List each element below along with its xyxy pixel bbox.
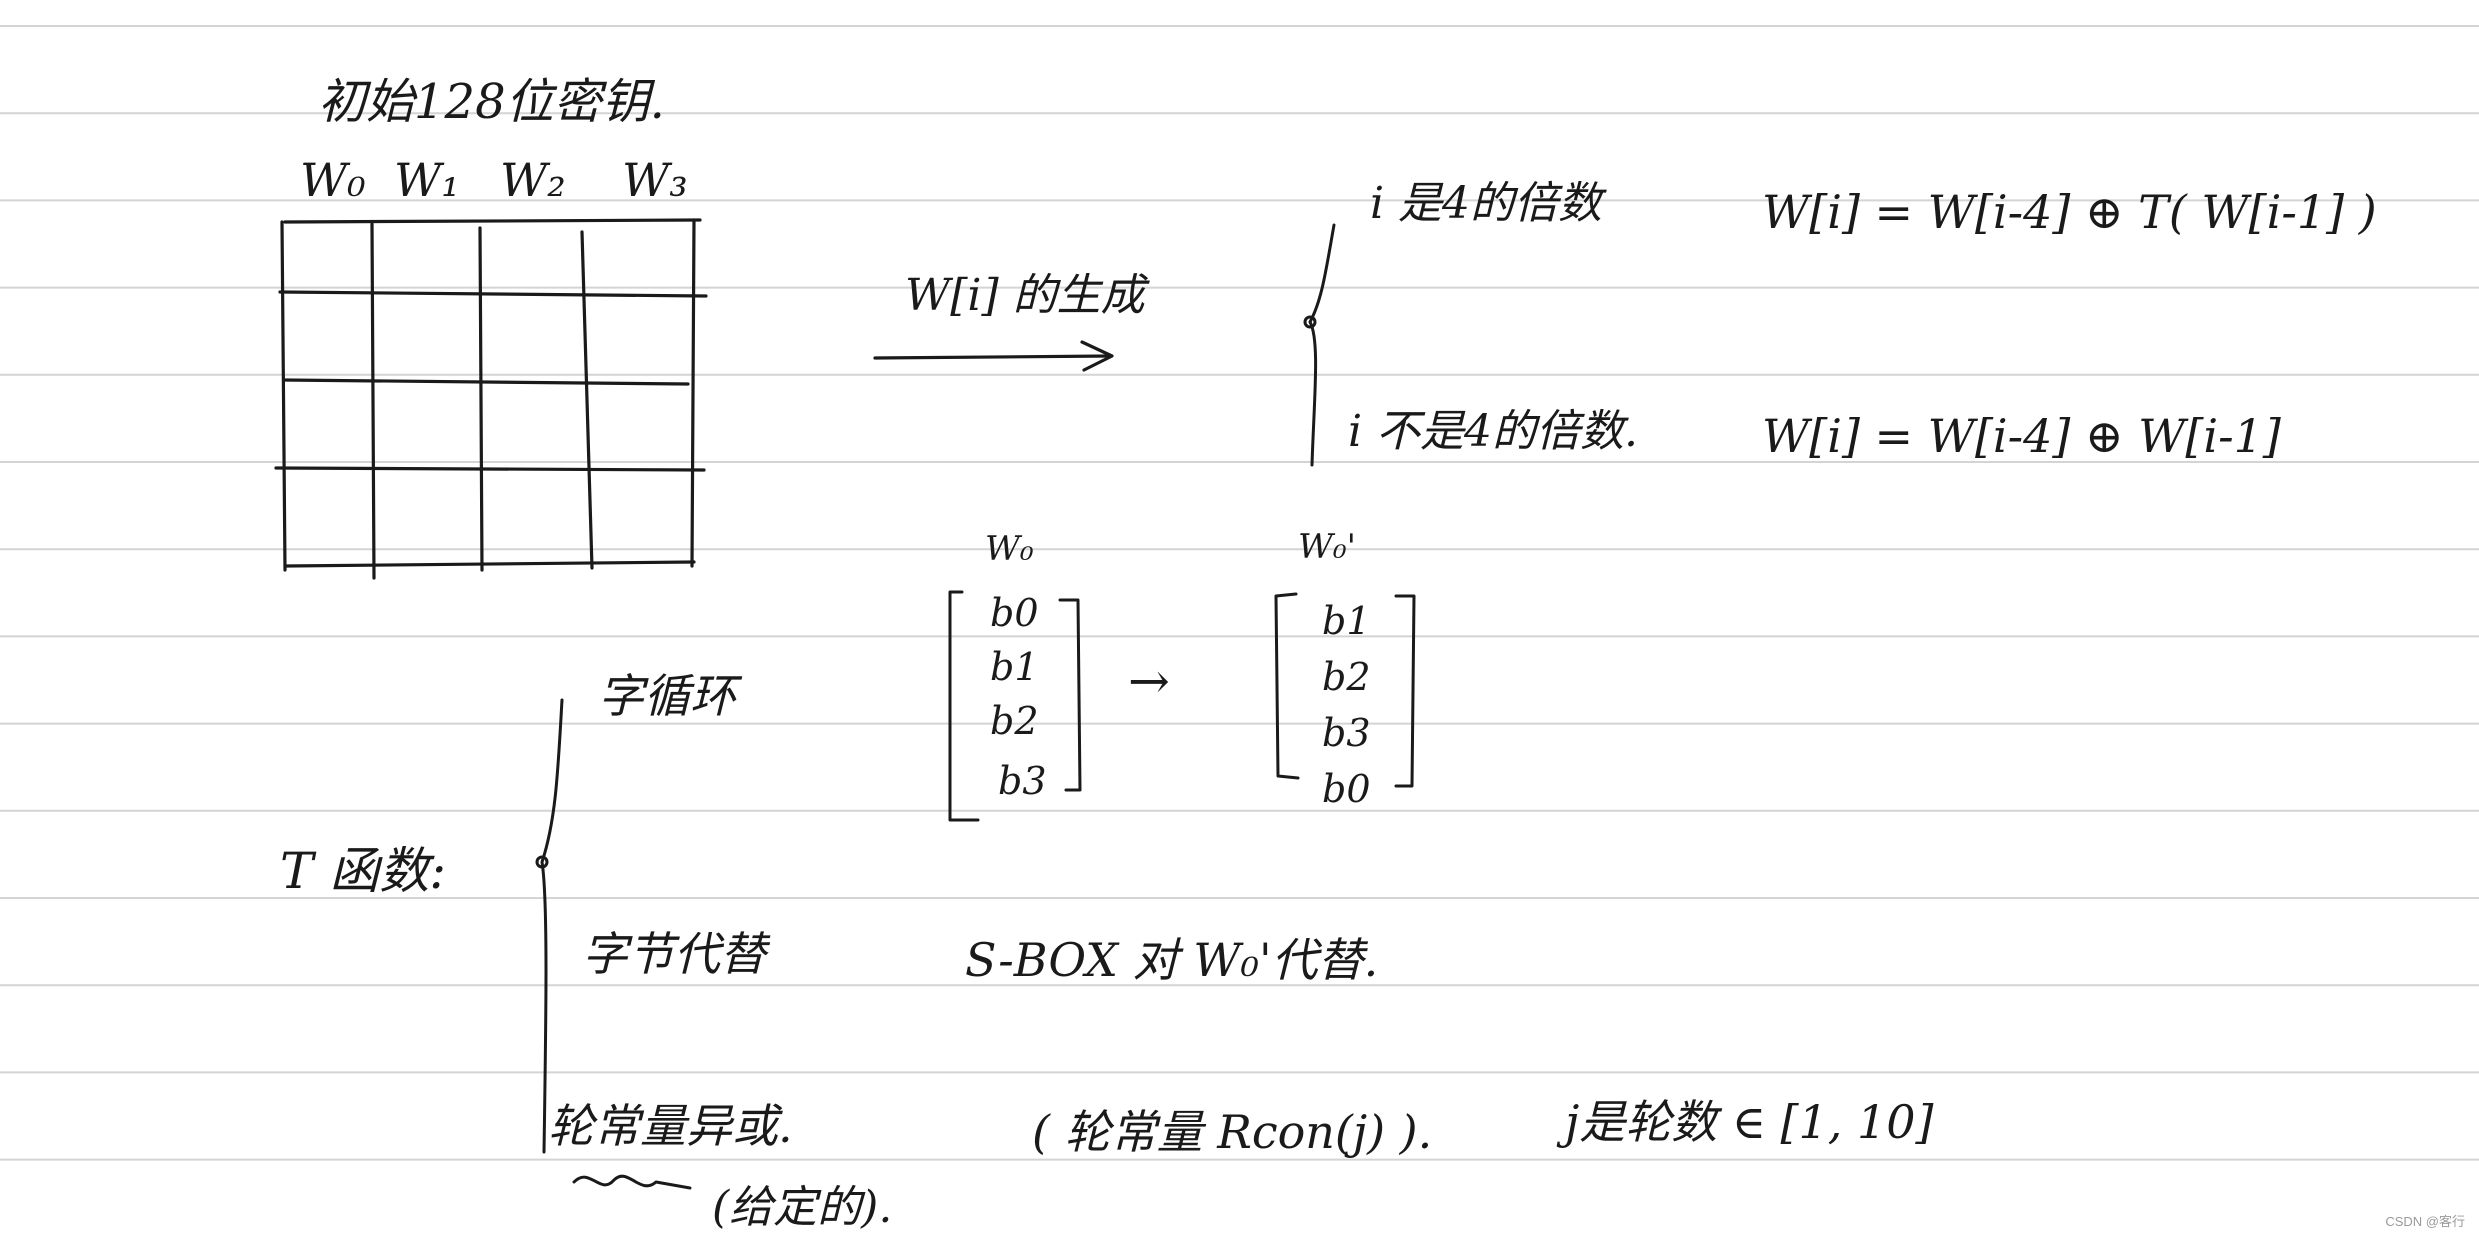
key-matrix-grid (274, 218, 708, 580)
word-label-w2: W₂ (500, 153, 566, 207)
byte-substitution-detail: S-BOX 对 W₀'代替. (965, 933, 1378, 987)
round-number-range: j是轮数 ∈ [1, 10] (1556, 1095, 1934, 1149)
before-matrix-entries: b0 b1 b2 b3 (990, 591, 1047, 803)
after-entry: b2 (1322, 655, 1371, 699)
generation-arrow (873, 340, 1114, 372)
t-function-brace (535, 698, 564, 1154)
t-function-label: T 函数: (280, 842, 446, 900)
word-label-w3: W₃ (622, 153, 688, 207)
after-matrix-entries: b1 b2 b3 b0 (1322, 599, 1371, 811)
before-entry: b1 (990, 645, 1039, 689)
byte-substitution-label: 字节代替 (582, 927, 771, 981)
case-other-label: i 不是4的倍数. (1348, 406, 1638, 457)
initial-key-title: 初始128位密钥. (318, 74, 665, 130)
round-constant-note: (给定的). (712, 1182, 892, 1233)
before-entry: b3 (998, 759, 1047, 803)
case-brace (1303, 223, 1336, 467)
case-multiple-formula: W[i] = W[i-4] ⊕ T( W[i-1] ) (1762, 185, 2377, 239)
after-matrix-brackets (1274, 592, 1416, 788)
round-constant-xor-label: 轮常量异或. (548, 1099, 793, 1153)
before-matrix-header: W₀ (985, 529, 1034, 569)
case-other-formula: W[i] = W[i-4] ⊕ W[i-1] (1762, 409, 2281, 463)
word-cycle-arrow: → (1128, 652, 1170, 710)
squiggle-underline (572, 1174, 692, 1190)
word-label-w0: W₀ (300, 153, 366, 207)
csdn-watermark: CSDN @客行 (2385, 1214, 2465, 1229)
after-entry: b3 (1322, 711, 1371, 755)
generation-arrow-label: W[i] 的生成 (905, 270, 1151, 321)
case-multiple-label: i 是4的倍数 (1370, 178, 1607, 229)
word-cycle-label: 字循环 (598, 669, 743, 723)
before-matrix-brackets (948, 590, 1082, 822)
round-constant-formula: ( 轮常量 Rcon(j) ). (1032, 1105, 1432, 1159)
before-entry: b0 (990, 591, 1039, 635)
after-entry: b1 (1322, 599, 1371, 643)
after-entry: b0 (1322, 767, 1371, 811)
before-entry: b2 (990, 699, 1039, 743)
ruled-lines (0, 25, 2479, 1161)
word-label-w1: W₁ (394, 153, 460, 207)
after-matrix-header: W₀' (1298, 527, 1356, 567)
